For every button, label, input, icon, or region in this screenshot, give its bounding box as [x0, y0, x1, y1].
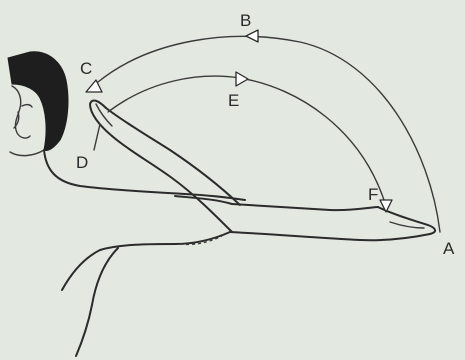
- arrowhead-e: [236, 72, 248, 86]
- leader-line-d: [94, 124, 100, 150]
- extended-arm-bottom: [230, 232, 430, 240]
- label-d: D: [76, 153, 88, 172]
- label-f: F: [368, 185, 378, 204]
- label-c: C: [80, 59, 92, 78]
- label-e: E: [228, 91, 239, 110]
- extended-arm-top: [232, 204, 378, 210]
- face-outline: [12, 86, 30, 138]
- hair: [8, 52, 68, 151]
- torso: [44, 150, 245, 356]
- eye: [22, 105, 32, 107]
- extended-arm: [230, 204, 435, 240]
- head: [8, 52, 68, 156]
- arrowhead-b: [246, 30, 258, 42]
- flexed-arm: [90, 101, 240, 232]
- label-b: B: [240, 11, 251, 30]
- arrowhead-c: [86, 80, 102, 92]
- torso-side: [76, 248, 118, 356]
- body-contour: [62, 244, 175, 290]
- shoulder-line: [44, 150, 245, 200]
- flexed-hand: [90, 101, 112, 136]
- arrowhead-f: [380, 200, 392, 212]
- chin-neck: [10, 150, 44, 156]
- label-a: A: [443, 239, 455, 258]
- upper-arm-bottom: [175, 232, 230, 244]
